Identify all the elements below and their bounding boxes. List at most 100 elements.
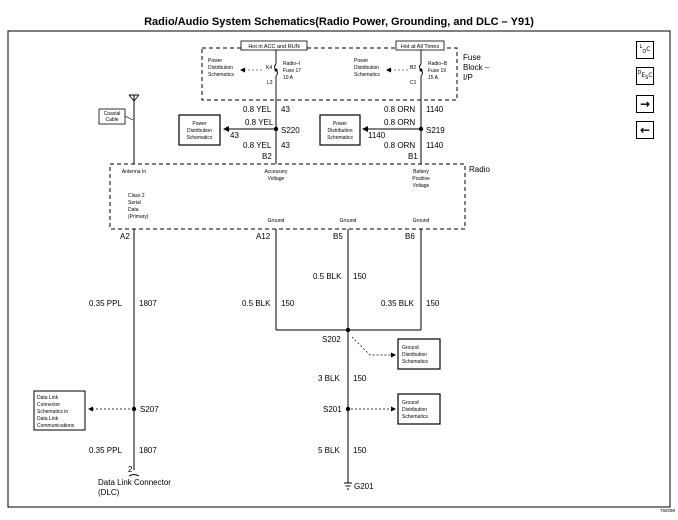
wire-5blk-label: 5 BLK: [318, 446, 340, 455]
pds-box-left: [178, 114, 221, 146]
splice-s202-label: S202: [322, 335, 341, 344]
hot-acc-run-label: Hot in ACC and RUN: [248, 44, 299, 50]
ground-dist-bot-3: Schematics: [402, 414, 428, 420]
ground-dist-bot-2: Distribution: [402, 407, 427, 413]
coaxial-label-2: Cable: [105, 117, 118, 123]
radio-acc-2: Voltage: [268, 176, 285, 182]
radio-antenna-in: Antenna In: [122, 169, 146, 175]
splice-s220-label: S220: [281, 126, 300, 135]
previous-button[interactable]: ←: [636, 121, 654, 139]
pin-b2-fuse: B2: [410, 65, 416, 71]
pin-k4: K4: [266, 65, 272, 71]
wire-1140-arrow-icon: [362, 126, 368, 132]
radio-ground-1: Ground: [268, 218, 285, 224]
location-button[interactable]: LOC: [636, 41, 654, 59]
wire-b5-label: 0.5 BLK: [313, 272, 342, 281]
fuse17-icon: [274, 63, 278, 77]
s207-arrow-icon: [88, 406, 93, 412]
pin-l3: L3: [267, 80, 273, 86]
antenna-icon: [128, 94, 140, 102]
ground-g201-label: G201: [354, 482, 374, 491]
description-button[interactable]: DESC: [636, 67, 654, 85]
hot-acc-run-box: [240, 40, 308, 51]
arrow-right-icon: →: [639, 97, 651, 111]
wire-43-top-num: 43: [281, 105, 290, 114]
s201-arrow-icon: [391, 406, 396, 412]
pds-box-right-1: Power: [333, 121, 348, 127]
page-title: Radio/Audio System Schematics(Radio Powe…: [144, 16, 534, 28]
coaxial-cable-box: [98, 108, 126, 125]
radio-pin-a2: A2: [120, 232, 130, 241]
radio-bat-2: Positive: [412, 176, 430, 182]
ground-dist-bot-1: Ground: [402, 400, 419, 406]
ground-dist-top-3: Schematics: [402, 359, 428, 365]
radio-class2-3: Data: [128, 207, 139, 213]
fuse19-label-3: 15 A: [428, 75, 439, 81]
radio-pin-b1: B1: [408, 152, 418, 161]
fuse-pds-right-1: Power: [354, 58, 369, 64]
wire-1140-top-num: 1140: [426, 105, 444, 114]
ground-dist-box-bottom: [397, 393, 441, 425]
fuse-block-label-3: I/P: [463, 73, 473, 82]
wire-1807-lower-num: 1807: [139, 446, 157, 455]
s202-link: [351, 336, 392, 356]
radio-label: Radio: [469, 165, 490, 174]
radio-acc-1: Accessory: [264, 169, 288, 175]
schematic-frame: [7, 30, 671, 508]
radio-ground-2: Ground: [340, 218, 357, 224]
splice-s207-label: S207: [140, 405, 159, 414]
fuse19-icon: [419, 63, 423, 77]
fuse19-label-2: Fuse 19: [428, 68, 446, 74]
fuse17-label-3: 10 A: [283, 75, 294, 81]
ground-dist-top-1: Ground: [402, 345, 419, 351]
pds-box-right-3: Schematics: [327, 135, 353, 141]
splice-s219-label: S219: [426, 126, 445, 135]
ground-dist-box-top: [397, 338, 441, 370]
fuse-pds-right-2: Distribution: [354, 65, 379, 71]
wire-1140-bot-label: 0.8 ORN: [384, 141, 415, 150]
wire-43-top-label: 0.8 YEL: [243, 105, 272, 114]
radio-ground-3: Ground: [413, 218, 430, 224]
description-icon: DESC: [637, 70, 653, 82]
hot-all-times-box: [395, 40, 445, 51]
radio-bat-1: Battery: [413, 169, 429, 175]
radio-outline: [109, 163, 466, 230]
wire-1140-mid-label: 0.8 ORN: [384, 118, 415, 127]
next-button[interactable]: →: [636, 95, 654, 113]
pin-c1: C1: [410, 80, 417, 86]
wire-1140-top-label: 0.8 ORN: [384, 105, 415, 114]
figure-id: 782098: [660, 508, 676, 513]
fuse17-label-2: Fuse 17: [283, 68, 301, 74]
radio-bat-3: Voltage: [413, 183, 430, 189]
fuse-block-outline: [201, 47, 458, 101]
wire-b6-label: 0.35 BLK: [381, 299, 415, 308]
dlc-box-3: Schematics in: [37, 409, 68, 415]
s202-arrow-icon: [391, 352, 396, 358]
radio-pin-b2: B2: [262, 152, 272, 161]
fuse-pds-left-1: Power: [208, 58, 223, 64]
wire-a12-num: 150: [281, 299, 295, 308]
dlc-connector-icon: [128, 474, 140, 477]
dlc-box-1: Data Link: [37, 395, 59, 401]
radio-class2-1: Class 2: [128, 193, 145, 199]
coaxial-leader: [124, 115, 134, 121]
radio-pin-a12: A12: [256, 232, 271, 241]
dlc-schematics-box: [33, 390, 86, 431]
fuse-block-label-2: Block –: [463, 63, 490, 72]
wire-5blk-num: 150: [353, 446, 367, 455]
ground-icon: [344, 482, 352, 490]
wire-b6-num: 150: [426, 299, 440, 308]
wire-43-arrow-icon: [223, 126, 229, 132]
dlc-connector-label-2: (DLC): [98, 488, 120, 497]
dlc-box-2: Connector: [37, 402, 60, 408]
fuse-pds-left-3: Schematics: [208, 72, 234, 78]
radio-pin-b5: B5: [333, 232, 343, 241]
fuse-left-link-arrow-icon: [240, 67, 245, 73]
splice-s202-dot: [345, 327, 351, 333]
wire-1807-upper-num: 1807: [139, 299, 157, 308]
radio-class2-2: Serial: [128, 200, 141, 206]
wire-43-mid-label: 0.8 YEL: [245, 118, 274, 127]
dlc-box-5: Communications: [37, 423, 75, 429]
